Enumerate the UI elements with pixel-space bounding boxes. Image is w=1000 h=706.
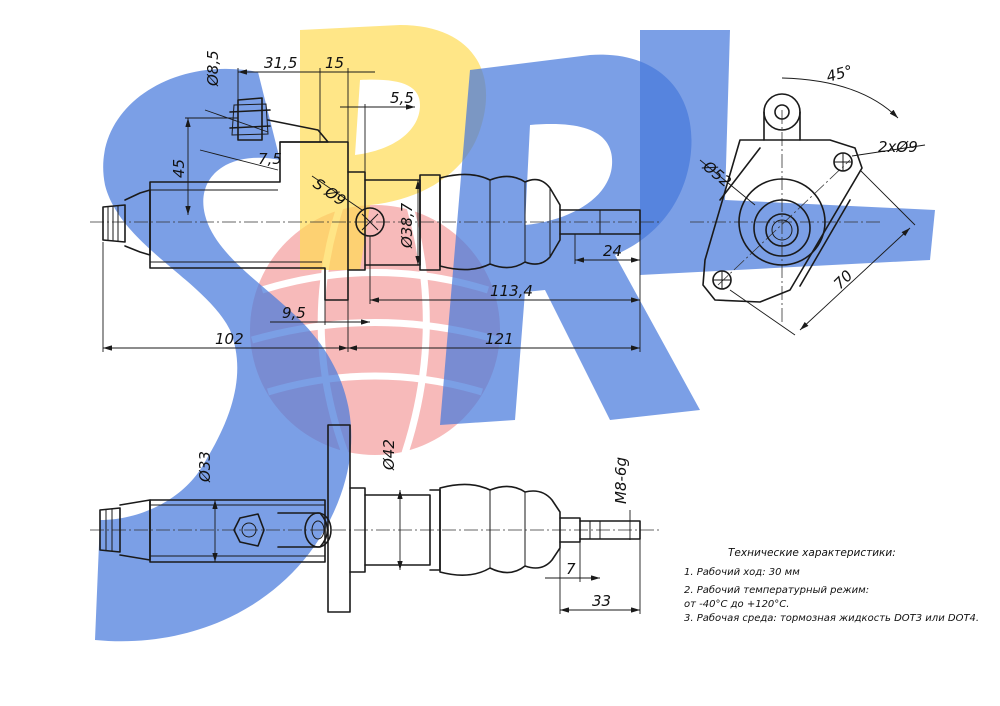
technical-notes: Технические характеристики: 1. Рабочий х… bbox=[684, 546, 994, 626]
dim-diameter-8-5: Ø8,5 bbox=[204, 50, 222, 87]
dim-diameter-38-7: Ø38,7 bbox=[398, 202, 416, 249]
end-view-dimensions: 45° 2хØ9 Ø52 70 bbox=[699, 62, 926, 336]
note-working-fluid: 3. Рабочая среда: тормозная жидкость DOT… bbox=[684, 613, 980, 624]
note-temperature-range: от -40°С до +120°С. bbox=[684, 599, 790, 610]
dim-70: 70 bbox=[830, 267, 856, 293]
dim-angle-45: 45° bbox=[824, 62, 854, 86]
dim-5-5: 5,5 bbox=[390, 89, 414, 107]
top-view-dimensions: Ø33 Ø42 М8-6g 7 33 bbox=[196, 439, 641, 614]
top-view bbox=[90, 424, 660, 613]
dim-45: 45 bbox=[170, 159, 188, 178]
dim-9-5: 9,5 bbox=[282, 304, 306, 322]
notes-title: Технические характеристики: bbox=[728, 547, 896, 559]
dim-113-4: 113,4 bbox=[490, 282, 533, 300]
dim-31-5: 31,5 bbox=[264, 54, 297, 72]
dim-33: 33 bbox=[592, 592, 611, 610]
dim-diameter-42: Ø42 bbox=[380, 439, 398, 471]
dim-7-5: 7,5 bbox=[258, 150, 282, 168]
dim-diameter-33: Ø33 bbox=[196, 451, 214, 483]
watermark-logo bbox=[95, 25, 935, 642]
dim-24: 24 bbox=[603, 242, 622, 260]
watermark-letter-p bbox=[300, 25, 487, 270]
watermark-letter-s bbox=[95, 68, 352, 642]
dim-102: 102 bbox=[215, 330, 244, 348]
watermark-letter-l bbox=[640, 30, 935, 275]
dim-thread-m8-6g: М8-6g bbox=[612, 457, 630, 504]
dim-2x-diameter-9: 2хØ9 bbox=[878, 138, 918, 156]
dim-121: 121 bbox=[485, 330, 514, 348]
watermark-letter-r bbox=[440, 54, 700, 426]
dim-7: 7 bbox=[566, 560, 576, 578]
note-temperature-title: 2. Рабочий температурный режим: bbox=[684, 585, 870, 596]
dim-15: 15 bbox=[325, 54, 344, 72]
note-working-stroke: 1. Рабочий ход: 30 мм bbox=[684, 567, 800, 578]
